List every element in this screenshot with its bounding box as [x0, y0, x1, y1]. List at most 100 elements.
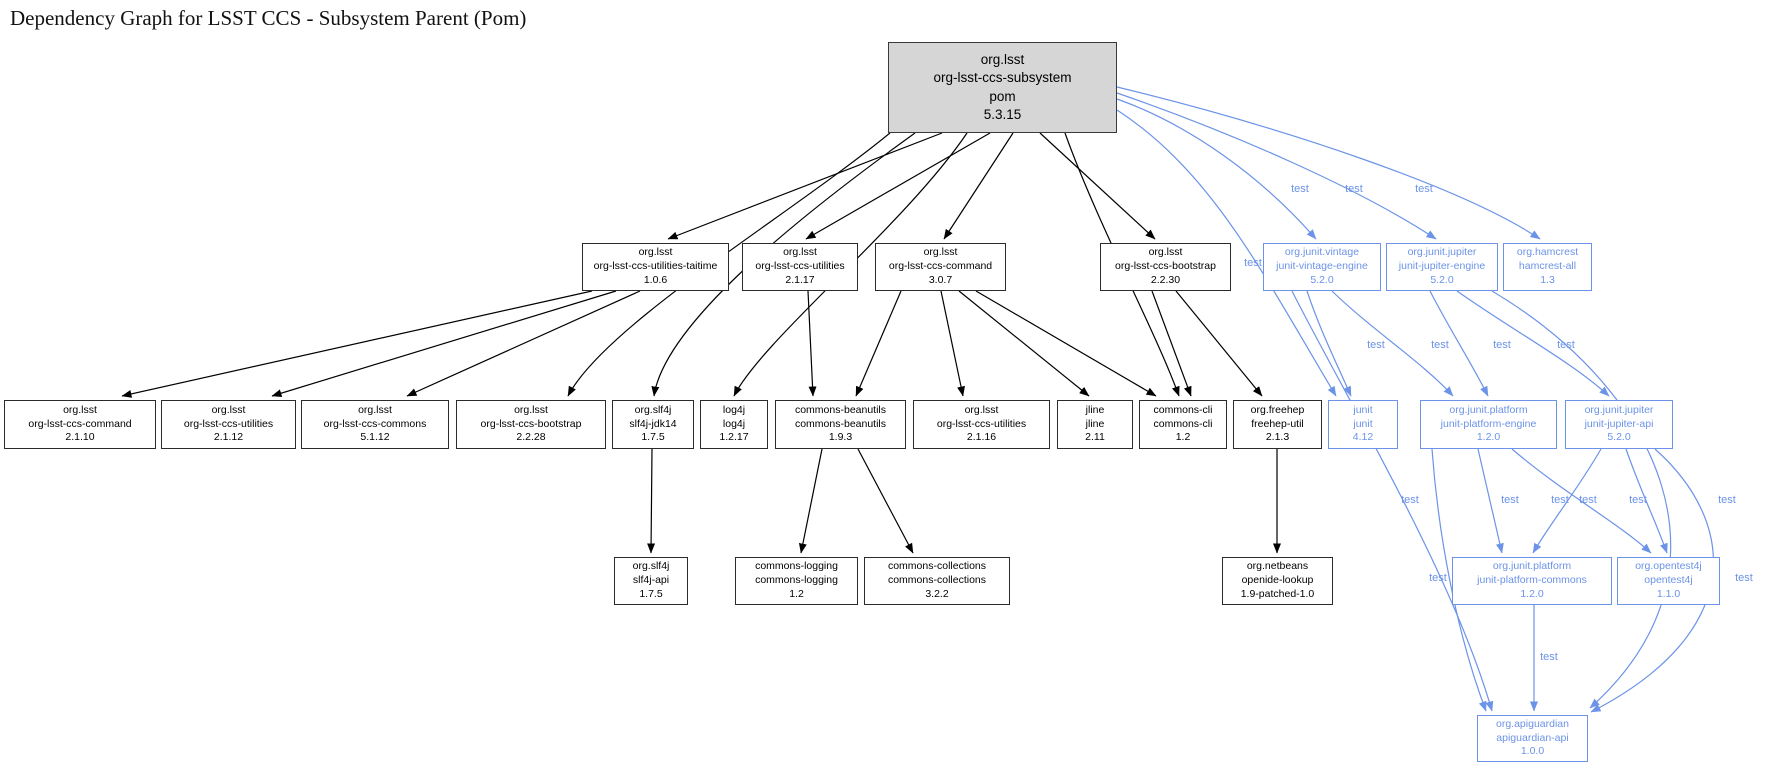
node-label: commons-collections — [887, 574, 987, 587]
edge-vintage-engine--platform-engine — [1331, 290, 1454, 397]
edge-scope-label: test — [1345, 183, 1363, 195]
node-label: 2.1.3 — [1265, 431, 1290, 444]
node-label: org.junit.jupiter — [1584, 403, 1654, 416]
node-label: 2.1.17 — [785, 273, 815, 286]
node-label: jline — [1085, 403, 1105, 416]
edge-subsystem-pom--utilities-2117 — [805, 132, 991, 240]
node-label: junit-jupiter-api — [1584, 417, 1654, 430]
node-label: org.netbeans — [1246, 560, 1309, 573]
node-label: org.lsst — [1148, 246, 1183, 259]
node-label: 2.2.28 — [516, 431, 546, 444]
node-label: org.lsst — [63, 403, 97, 416]
node-label: org-lsst-ccs-utilities — [936, 417, 1027, 430]
node-label: org-lsst-ccs-bootstrap — [480, 417, 582, 430]
edge-jupiter-engine--jupiter-api — [1456, 290, 1610, 397]
node-label: 2.11 — [1085, 431, 1105, 444]
node-label: org.apiguardian — [1496, 717, 1569, 730]
edge-scope-label: test — [1429, 572, 1447, 584]
node-label: openide-lookup — [1241, 574, 1314, 587]
node-label: commons-logging — [755, 574, 838, 587]
node-label: org.lsst — [783, 246, 817, 259]
node-label: commons-logging — [755, 560, 838, 573]
node-label: commons-beanutils — [794, 403, 887, 416]
edge-jupiter-engine--apiguardian-api — [1491, 290, 1672, 709]
node-label: junit-jupiter-engine — [1398, 260, 1486, 273]
page-title: Dependency Graph for LSST CCS - Subsyste… — [10, 6, 527, 30]
node-label: 1.2.0 — [1520, 587, 1544, 600]
edge-command-307--utilities-2116 — [940, 290, 965, 397]
node-label: 5.1.12 — [360, 431, 390, 444]
edge-scope-label: test — [1718, 494, 1736, 506]
node-label: junit-vintage-engine — [1276, 260, 1368, 273]
edge-utilities-taitime--commons-5112 — [406, 290, 641, 397]
node-label: junit — [1353, 417, 1373, 430]
node-label: org.lsst — [358, 403, 392, 416]
edge-platform-engine--platform-commons — [1477, 448, 1504, 554]
edge-subsystem-pom--vintage-engine — [1116, 98, 1317, 240]
node-label: org.junit.platform — [1492, 560, 1572, 573]
edge-scope-label: test — [1415, 183, 1433, 195]
node-label: 1.0.0 — [1520, 745, 1545, 758]
edge-jupiter-api--opentest4j — [1625, 448, 1668, 554]
edge-vintage-engine--apiguardian-api — [1291, 290, 1494, 712]
node-label: 4.12 — [1352, 431, 1374, 444]
edge-slf4j-jdk14--slf4j-api — [647, 448, 656, 554]
edge-command-307--jline — [958, 290, 1090, 397]
node-label: opentest4j — [1644, 574, 1693, 587]
node-label: org.lsst — [211, 403, 246, 416]
node-label: 2.1.12 — [213, 431, 244, 444]
node-label: org.junit.vintage — [1284, 246, 1360, 259]
node-label: org.hamcrest — [1516, 246, 1579, 259]
node-label: 1.2 — [1175, 431, 1191, 444]
node-label: 3.2.2 — [925, 587, 949, 600]
node-label: 1.9.3 — [828, 431, 853, 444]
node-label: org-lsst-ccs-utilities-taitime — [593, 260, 718, 273]
node-label: org-lsst-ccs-utilities — [755, 260, 845, 273]
edge-jupiter-engine--platform-engine — [1429, 290, 1489, 397]
node-label: pom — [989, 88, 1016, 104]
node-label: log4j — [722, 403, 746, 416]
node-label: 1.7.5 — [641, 431, 665, 444]
node-label: 1.1.0 — [1656, 587, 1681, 600]
edge-scope-label: test — [1401, 494, 1419, 506]
edge-vintage-engine--junit-412 — [1306, 290, 1352, 397]
node-label: 1.7.5 — [639, 587, 663, 600]
node-label: org-lsst-ccs-command — [28, 417, 132, 430]
node-label: 1.2.17 — [719, 431, 749, 444]
node-label: hamcrest-all — [1518, 260, 1577, 273]
node-label: org-lsst-ccs-subsystem — [933, 70, 1072, 86]
edge-subsystem-pom--command-307 — [943, 132, 1014, 240]
node-label: org.opentest4j — [1635, 560, 1702, 573]
edge-scope-label: test — [1629, 494, 1647, 506]
node-label: org.lsst — [964, 403, 999, 416]
edge-scope-label: test — [1291, 183, 1309, 195]
node-label: 5.2.0 — [1430, 273, 1454, 286]
node-label: 3.0.7 — [928, 273, 953, 286]
node-label: 2.2.30 — [1150, 273, 1181, 286]
node-label: junit-platform-commons — [1477, 574, 1587, 587]
node-label: commons-cli — [1153, 403, 1213, 416]
node-label: commons-beanutils — [794, 417, 887, 430]
node-label: slf4j-jdk14 — [629, 417, 677, 430]
node-label: 1.2 — [789, 587, 804, 600]
node-label: org.lsst — [923, 246, 958, 259]
node-label: 5.2.0 — [1607, 431, 1631, 444]
node-label: jline — [1085, 417, 1105, 430]
node-label: slf4j-api — [632, 574, 670, 587]
edge-utilities-2117--commons-beanutils — [807, 290, 817, 397]
